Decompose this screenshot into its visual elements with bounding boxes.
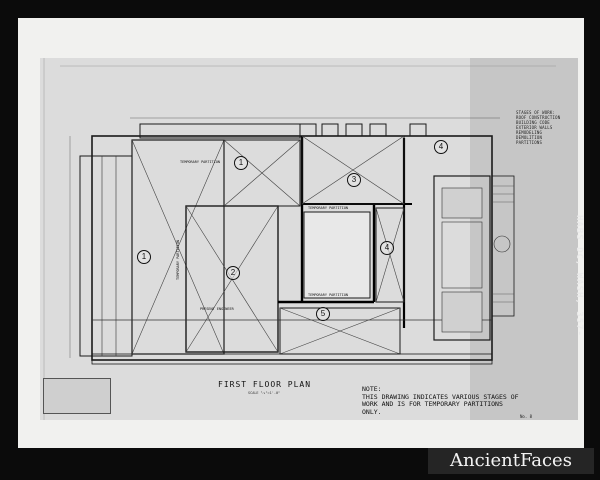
top-bay-box — [369, 123, 387, 137]
plan-scale: SCALE ¹⁄₈"=1'-0" — [248, 391, 281, 395]
room-label: TEMPORARY PARTITION — [176, 239, 180, 280]
top-bay-box — [321, 123, 339, 137]
watermark: AncientFaces — [428, 448, 594, 474]
stair-column — [491, 175, 515, 317]
stage-marker: 3 — [347, 173, 361, 187]
diagonal-brace — [131, 139, 225, 355]
blueprint-sheet: TEMPORARY PARTITION TEMPORARY PARTITION … — [40, 58, 578, 420]
room-label: TEMPORARY PARTITION — [308, 293, 349, 297]
room-strip — [375, 207, 405, 303]
diagonal-brace — [301, 135, 405, 205]
side-notes: STAGES OF WORK: ROOF CONSTRUCTION BUILDI… — [516, 110, 561, 145]
right-wing-room — [441, 221, 483, 289]
stage-marker: 4 — [434, 140, 448, 154]
diagonal-brace — [279, 307, 401, 355]
bottom-strip — [91, 353, 493, 365]
stage-marker: 4 — [380, 241, 394, 255]
habs-stamp: HABS DC, WASH, 357- — [574, 215, 584, 337]
drawing-note: NOTE: THIS DRAWING INDICATES VARIOUS STA… — [362, 385, 522, 416]
right-wing-room — [441, 291, 483, 333]
diagonal-brace — [223, 139, 301, 207]
title-block — [43, 378, 111, 414]
room-label: PRESENT ENGINEER — [200, 307, 234, 311]
column-circle — [493, 235, 511, 253]
note-body: THIS DRAWING INDICATES VARIOUS STAGES OF… — [362, 392, 519, 416]
room-label: TEMPORARY PARTITION — [180, 160, 221, 164]
stage-marker: 1 — [234, 156, 248, 170]
room-open-court — [303, 211, 371, 299]
stage-marker: 2 — [226, 266, 240, 280]
room-upper-right — [301, 135, 405, 205]
stage-marker: 5 — [316, 307, 330, 321]
right-wing-room — [441, 187, 483, 219]
diagonal-brace — [375, 207, 405, 303]
hall-top — [223, 139, 301, 207]
room-label: TEMPORARY PARTITION — [308, 206, 349, 210]
plan-title: FIRST FLOOR PLAN — [218, 380, 312, 389]
top-bay-box — [299, 123, 317, 137]
stage-marker: 1 — [137, 250, 151, 264]
top-bay-box — [409, 123, 427, 137]
left-wing — [79, 155, 133, 357]
right-wing — [433, 175, 491, 341]
top-bay-box — [345, 123, 363, 137]
building-outline — [91, 135, 493, 361]
floor-plan-drawing — [43, 58, 578, 420]
sheet-id: No. 8 — [520, 414, 533, 419]
note-heading: NOTE: — [362, 385, 382, 393]
